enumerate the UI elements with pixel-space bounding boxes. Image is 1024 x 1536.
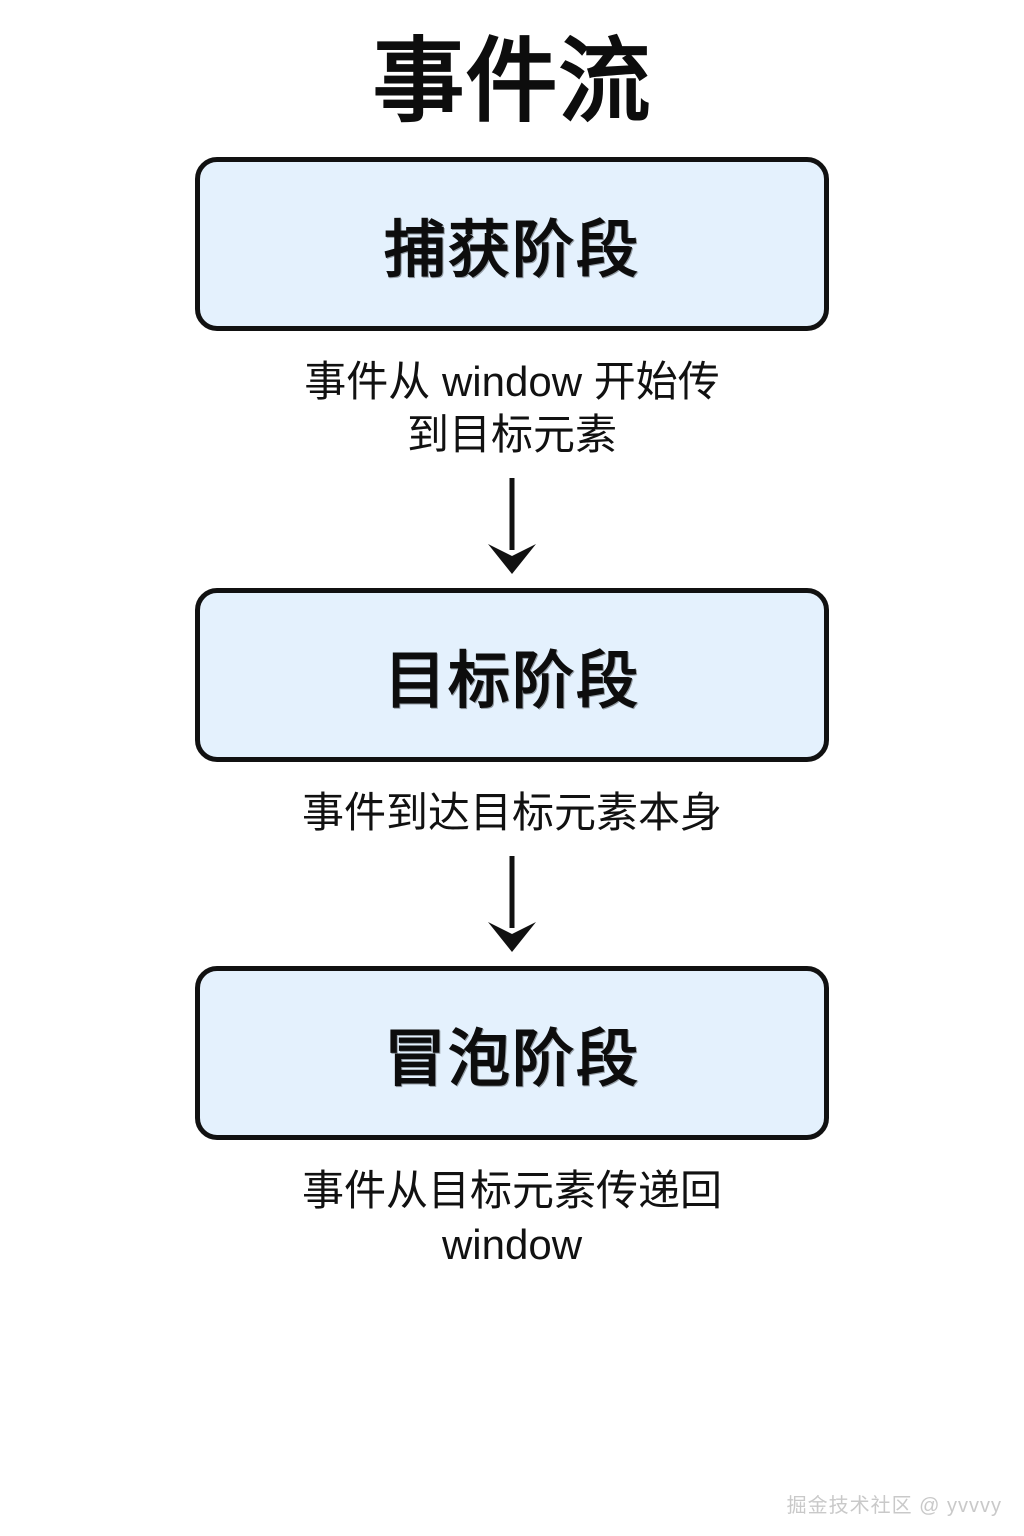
stage-box-bubble[interactable]: 冒泡阶段 <box>195 965 829 1140</box>
stage-label-target: 目标阶段 <box>383 647 640 717</box>
stage-group-bubble: 冒泡阶段 事件从目标元素传递回 window <box>0 965 1024 1272</box>
stage-description-target: 事件到达目标元素本身 <box>301 789 722 837</box>
watermark: 掘金技术社区 @ yvvvy <box>786 1495 1002 1517</box>
stage-description-bubble: 事件从目标元素传递回 window <box>301 1166 722 1268</box>
stage-group-capture: 捕获阶段 事件从 window 开始传 到目标元素 <box>0 156 1024 463</box>
down-arrow-icon <box>488 855 536 952</box>
stage-label-bubble: 冒泡阶段 <box>383 1024 640 1094</box>
page-title: 事件流 <box>372 31 652 133</box>
stage-description-capture: 事件从 window 开始传 到目标元素 <box>304 357 720 459</box>
stage-label-capture: 捕获阶段 <box>383 215 640 285</box>
stage-box-capture[interactable]: 捕获阶段 <box>195 156 829 331</box>
down-arrow-icon <box>488 478 536 575</box>
stage-box-target[interactable]: 目标阶段 <box>195 588 829 763</box>
flow-container: 捕获阶段 事件从 window 开始传 到目标元素 目标阶段 事件到达目标元素本… <box>0 156 1024 1272</box>
stage-group-target: 目标阶段 事件到达目标元素本身 <box>0 588 1024 840</box>
